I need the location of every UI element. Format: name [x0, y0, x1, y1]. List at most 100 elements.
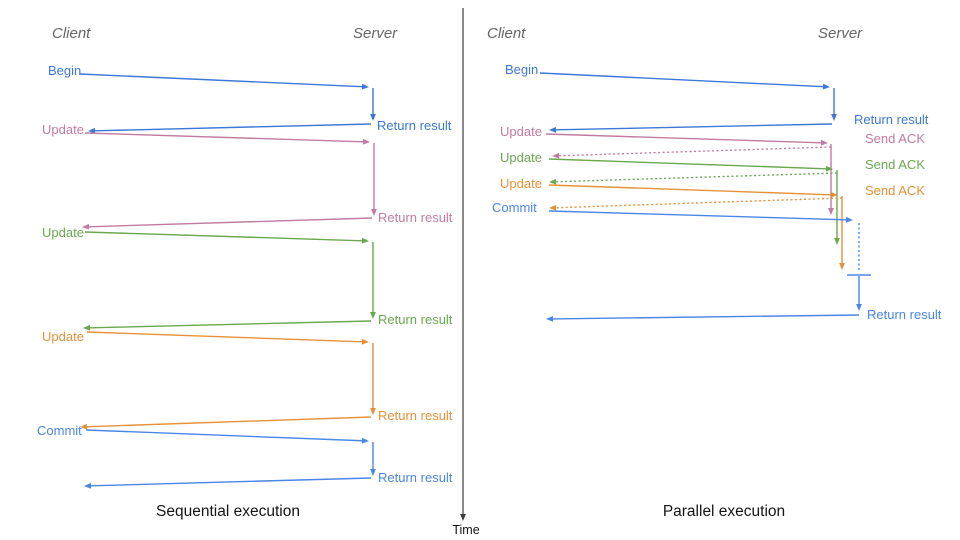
parallel-begin-label: Begin [505, 62, 538, 77]
sequential-begin-request [79, 73, 369, 90]
sequential-commit-result-label: Return result [378, 470, 453, 485]
parallel-update2-ack-arrowhead [549, 178, 557, 185]
sequential-update2-label: Update [42, 225, 84, 240]
sequential-commit-processing-arrowhead [370, 469, 376, 476]
parallel-update2-request-line [548, 158, 827, 170]
sequential-begin-return [88, 123, 372, 134]
parallel-update1-request-line [545, 133, 822, 144]
parallel-update3-request-arrowhead [830, 191, 838, 198]
sequential-update3-request [86, 331, 369, 345]
sequential-commit-label: Commit [37, 423, 82, 438]
parallel-update3-label: Update [500, 176, 542, 191]
sequential-commit-return-arrowhead [84, 482, 92, 489]
parallel-begin-processing-arrowhead [831, 114, 837, 121]
sequential-update2-return [83, 320, 372, 331]
sequential-update2-return-line [89, 320, 372, 329]
parallel-commit-request-line [548, 210, 847, 221]
parallel-update1-ack-label: Send ACK [865, 131, 925, 146]
sequential-update1-return-line [88, 217, 373, 228]
parallel-update1-request [545, 133, 828, 146]
sequential-update2-request [84, 231, 369, 244]
parallel-update2-request-arrowhead [825, 165, 833, 172]
parallel-update1-ack [552, 146, 832, 159]
parallel-update1-ack-arrowhead [552, 152, 560, 159]
parallel-commit-return [546, 314, 860, 322]
sequential-commit-request-arrowhead [361, 437, 369, 444]
server-header-sequential: Server [353, 25, 398, 42]
parallel-begin-request [539, 72, 830, 90]
sequential-begin-label: Begin [48, 63, 81, 78]
parallel-begin-result-label: Return result [854, 112, 929, 127]
sequential-update2-processing [370, 242, 376, 319]
time-axis-line [460, 8, 466, 521]
sequential-update1-request-arrowhead [362, 138, 370, 145]
sequential-update1-request [84, 132, 370, 145]
parallel-update3-request [548, 184, 838, 198]
sequential-begin-request-line [79, 73, 363, 88]
parallel-update2-processing [834, 170, 840, 245]
sequential-update3-result-label: Return result [378, 408, 453, 423]
sequential-update3-processing [370, 343, 376, 415]
parallel-update3-ack-arrowhead [549, 204, 557, 211]
sequential-update3-processing-arrowhead [370, 408, 376, 415]
parallel-commit-return-arrowhead [546, 316, 554, 322]
parallel-update1-ack-line [558, 146, 832, 157]
parallel-begin-request-line [539, 72, 824, 88]
time-axis-label: Time [452, 523, 479, 537]
parallel-begin-request-arrowhead [822, 83, 830, 90]
parallel-begin-return [549, 123, 833, 133]
parallel-commit-result-label: Return result [867, 307, 942, 322]
parallel-update3-ack-line [555, 197, 843, 209]
parallel-begin-processing [831, 88, 837, 121]
sequential-update3-request-arrowhead [361, 338, 369, 345]
client-header-sequential: Client [52, 25, 91, 42]
client-header-parallel: Client [487, 25, 526, 42]
sequential-begin-processing-arrowhead [370, 114, 376, 121]
parallel-commit-return-line [552, 314, 860, 320]
parallel-commit-processing [856, 276, 862, 311]
sequential-update3-request-line [86, 331, 363, 343]
sequential-update1-return [82, 217, 373, 230]
parallel-commit-request-arrowhead [845, 216, 853, 223]
parallel-update2-ack-label: Send ACK [865, 157, 925, 172]
parallel-begin-return-arrowhead [549, 126, 557, 133]
parallel-update3-ack [549, 197, 843, 211]
sequential-begin-return-arrowhead [88, 127, 96, 134]
parallel-update2-ack-line [555, 172, 838, 183]
time-axis-line-arrowhead [460, 514, 466, 521]
sequential-update1-return-arrowhead [82, 223, 90, 230]
parallel-title: Parallel execution [663, 503, 785, 520]
sequential-commit-return [84, 477, 372, 489]
sequential-commit-return-line [90, 477, 372, 487]
sequential-update2-processing-arrowhead [370, 312, 376, 319]
sequential-update3-return [80, 416, 372, 430]
parallel-update3-processing [839, 196, 845, 270]
sequential-title: Sequential execution [156, 503, 300, 520]
parallel-update2-processing-arrowhead [834, 238, 840, 245]
sequential-update1-processing [371, 143, 377, 216]
parallel-update1-label: Update [500, 124, 542, 139]
parallel-update3-request-line [548, 184, 832, 196]
sequential-update2-result-label: Return result [378, 312, 453, 327]
sequential-update2-return-arrowhead [83, 324, 91, 331]
sequential-update3-return-arrowhead [80, 423, 88, 430]
parallel-update1-request-arrowhead [820, 139, 828, 146]
parallel-commit-request [548, 210, 853, 223]
sequential-begin-processing [370, 88, 376, 121]
sequential-update1-label: Update [42, 122, 84, 137]
parallel-update1-processing [828, 144, 834, 215]
sequential-commit-processing [370, 442, 376, 476]
sequential-commit-request-line [85, 429, 363, 442]
sequential-update1-result-label: Return result [378, 210, 453, 225]
parallel-update3-ack-label: Send ACK [865, 183, 925, 198]
parallel-begin-return-line [555, 123, 833, 131]
parallel-commit-label: Commit [492, 200, 537, 215]
parallel-commit-processing-arrowhead [856, 304, 862, 311]
sequential-begin-return-line [94, 123, 372, 132]
sequential-update2-request-line [84, 231, 363, 242]
sequential-begin-result-label: Return result [377, 118, 452, 133]
parallel-update2-request [548, 158, 833, 172]
